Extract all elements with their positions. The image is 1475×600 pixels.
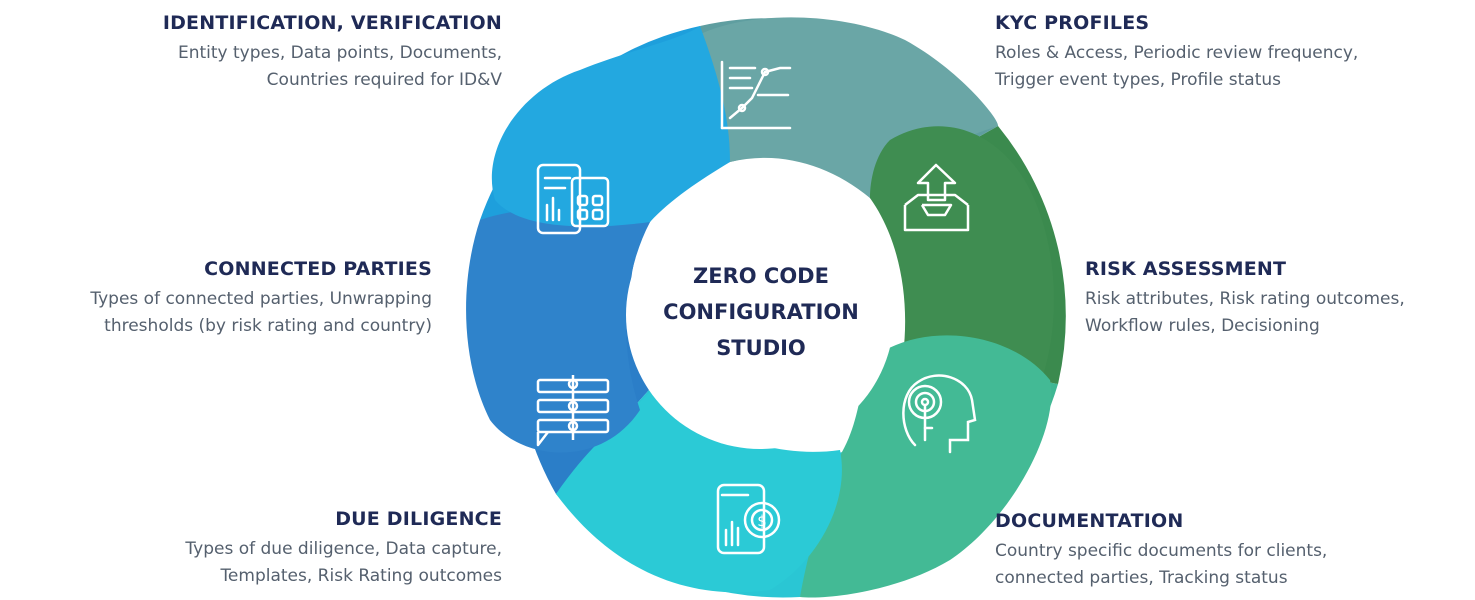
center-title-line3: STUDIO bbox=[716, 336, 806, 360]
label-title: DOCUMENTATION bbox=[995, 510, 1184, 532]
label-description: Types of due diligence, Data capture, Te… bbox=[185, 539, 502, 586]
swirl-lobe-risk bbox=[870, 126, 1054, 384]
label-description: Country specific documents for clients, … bbox=[995, 541, 1328, 588]
label-title: DUE DILIGENCE bbox=[335, 508, 502, 530]
center-hub bbox=[626, 181, 894, 449]
label-description: Types of connected parties, Unwrapping t… bbox=[90, 289, 432, 336]
swirl-lobe-cp bbox=[466, 208, 650, 453]
swirl-lobe-idv bbox=[491, 26, 730, 227]
upload-tray-icon bbox=[903, 163, 970, 232]
growth-chart-icon bbox=[720, 60, 792, 130]
label-title: RISK ASSESSMENT bbox=[1085, 258, 1287, 280]
flow-steps-icon bbox=[536, 375, 610, 447]
label-connected-parties: CONNECTED PARTIES Types of connected par… bbox=[0, 258, 432, 340]
label-description: Roles & Access, Periodic review frequenc… bbox=[995, 43, 1359, 90]
swirl-lobe-dd bbox=[556, 381, 842, 593]
label-identification-verification: IDENTIFICATION, VERIFICATION Entity type… bbox=[60, 12, 502, 94]
label-title: CONNECTED PARTIES bbox=[204, 258, 432, 280]
mobile-dashboard-icon bbox=[536, 163, 610, 235]
label-documentation: DOCUMENTATION Country specific documents… bbox=[995, 510, 1465, 592]
label-description: Entity types, Data points, Documents, Co… bbox=[177, 43, 502, 90]
label-due-diligence: DUE DILIGENCE Types of due diligence, Da… bbox=[60, 508, 502, 590]
label-risk-assessment: RISK ASSESSMENT Risk attributes, Risk ra… bbox=[1085, 258, 1475, 340]
center-title-line2: CONFIGURATION bbox=[663, 300, 859, 324]
center-title-line1: ZERO CODE bbox=[693, 264, 829, 288]
label-title: IDENTIFICATION, VERIFICATION bbox=[162, 12, 502, 34]
label-title: KYC PROFILES bbox=[995, 12, 1150, 34]
label-kyc-profiles: KYC PROFILES Roles & Access, Periodic re… bbox=[995, 12, 1465, 94]
center-title: ZERO CODE CONFIGURATION STUDIO bbox=[632, 258, 890, 366]
head-key-icon bbox=[902, 374, 977, 454]
tablet-finance-icon: $ bbox=[716, 483, 781, 555]
svg-text:$: $ bbox=[757, 512, 767, 530]
label-description: Risk attributes, Risk rating outcomes, W… bbox=[1085, 289, 1405, 336]
